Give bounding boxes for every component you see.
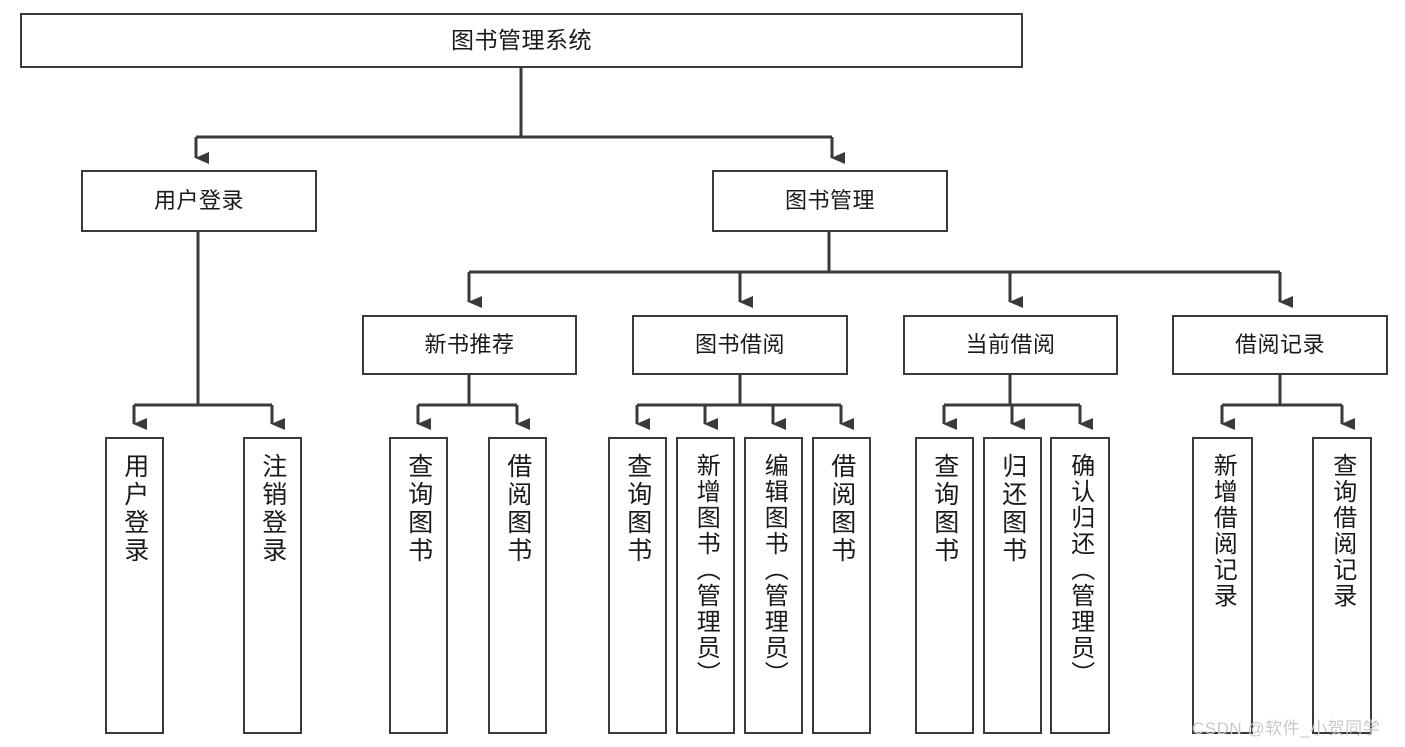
leaf-book-borrow-borrow-book[interactable]: 借阅图书	[812, 437, 871, 734]
leaf-current-borrow-query-book[interactable]: 查询图书	[915, 437, 974, 734]
node-user-login[interactable]: 用户登录	[81, 170, 317, 232]
leaf-book-borrow-query-book[interactable]: 查询图书	[608, 437, 667, 734]
node-label: 当前借阅	[965, 332, 1056, 358]
leaf-book-borrow-add-book-admin[interactable]: 新增图书（管理员）	[676, 437, 735, 734]
node-book-management[interactable]: 图书管理	[712, 170, 948, 232]
node-label: 查询图书	[930, 453, 959, 565]
leaf-current-borrow-confirm-return-admin[interactable]: 确认归还（管理员）	[1050, 437, 1110, 734]
node-book-borrow[interactable]: 图书借阅	[632, 315, 848, 375]
node-label: 借阅图书	[503, 453, 532, 565]
node-label: 注销登录	[258, 453, 287, 565]
leaf-book-borrow-edit-book-admin[interactable]: 编辑图书（管理员）	[744, 437, 803, 734]
node-label: 新增图书（管理员）	[692, 453, 720, 687]
leaf-new-book-borrow-book[interactable]: 借阅图书	[488, 437, 547, 734]
node-new-book-recommend[interactable]: 新书推荐	[362, 315, 577, 375]
node-label: 图书管理系统	[451, 26, 592, 53]
leaf-user-login-login[interactable]: 用户登录	[105, 437, 164, 734]
node-label: 借阅记录	[1234, 332, 1325, 358]
node-label: 归还图书	[998, 453, 1027, 565]
node-label: 用户登录	[120, 453, 149, 565]
leaf-user-login-logout[interactable]: 注销登录	[243, 437, 302, 734]
node-label: 查询借阅记录	[1328, 453, 1356, 609]
node-label: 查询图书	[404, 453, 433, 565]
csdn-watermark: CSDN @软件_小贺同学	[1192, 719, 1381, 738]
node-label: 用户登录	[153, 188, 244, 214]
leaf-current-borrow-return-book[interactable]: 归还图书	[983, 437, 1042, 734]
leaf-borrow-record-add-record[interactable]: 新增借阅记录	[1192, 437, 1253, 734]
node-label: 新增借阅记录	[1209, 453, 1237, 609]
node-book-management-system[interactable]: 图书管理系统	[20, 13, 1023, 68]
leaf-borrow-record-query-record[interactable]: 查询借阅记录	[1312, 437, 1372, 734]
node-label: 图书借阅	[694, 332, 785, 358]
leaf-new-book-query-book[interactable]: 查询图书	[389, 437, 448, 734]
node-label: 借阅图书	[827, 453, 856, 565]
node-label: 查询图书	[623, 453, 652, 565]
node-borrow-record[interactable]: 借阅记录	[1172, 315, 1388, 375]
node-label: 确认归还（管理员）	[1066, 453, 1094, 687]
node-label: 编辑图书（管理员）	[760, 453, 788, 687]
node-label: 新书推荐	[424, 332, 515, 358]
node-label: 图书管理	[784, 188, 875, 214]
node-current-borrow[interactable]: 当前借阅	[903, 315, 1118, 375]
